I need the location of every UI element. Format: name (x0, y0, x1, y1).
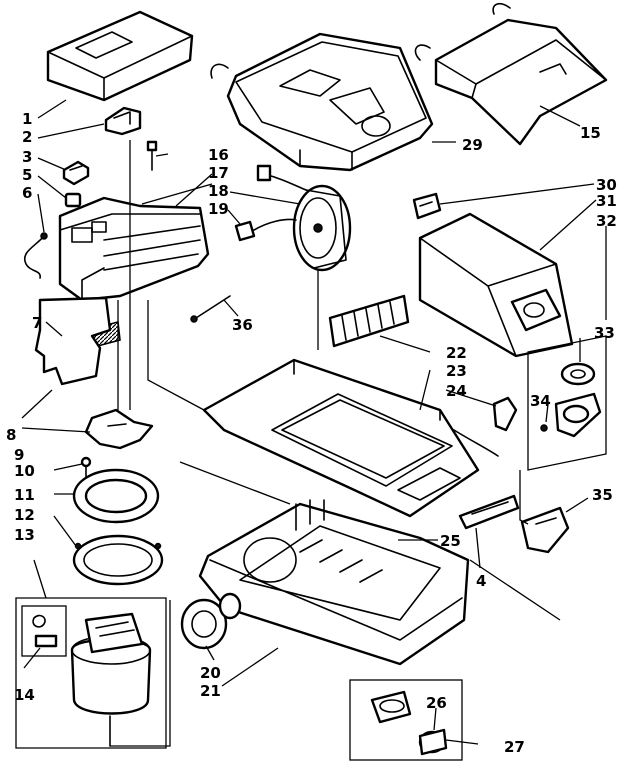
part-6-wire (23, 232, 48, 279)
callout-33: 33 (594, 324, 615, 342)
callout-24: 24 (446, 382, 467, 400)
part-16-screw (146, 140, 158, 171)
callout-4: 4 (476, 572, 486, 590)
part-10-screw (80, 456, 92, 479)
callout-30: 30 (596, 176, 617, 194)
part-22-grille (328, 294, 410, 348)
part-11-ring (72, 468, 160, 524)
part-24-switch (453, 396, 518, 457)
part-12-ring (72, 534, 164, 586)
part-9-seal (84, 408, 154, 450)
callout-labels: 1 2 3 4 5 6 7 8 9 10 11 12 13 14 15 16 1… (6, 110, 617, 756)
callout-29: 29 (462, 136, 483, 154)
leader-lines (21, 99, 607, 747)
part-8-gasket (34, 296, 112, 386)
part-1-cover (46, 10, 194, 102)
callout-19: 19 (208, 200, 229, 218)
callout-11: 11 (14, 486, 35, 504)
callout-6: 6 (22, 184, 32, 202)
part-4-grip (458, 494, 520, 530)
callout-35: 35 (592, 486, 613, 504)
part-36-rod (190, 295, 231, 323)
callout-36: 36 (232, 316, 253, 334)
part-35-clip (520, 506, 570, 554)
callout-2: 2 (22, 128, 32, 146)
callout-20: 20 (200, 664, 221, 682)
callout-7: 7 (32, 314, 42, 332)
part-13-motor-assembly (15, 597, 167, 749)
callout-22: 22 (446, 344, 467, 362)
callout-16: 16 (208, 146, 229, 164)
callout-21: 21 (200, 682, 221, 700)
part-3-switch (62, 160, 90, 186)
callout-8: 8 (6, 426, 16, 444)
part-14-brushes (21, 605, 67, 657)
part-17-top-housing (58, 196, 210, 302)
part-15-rear-cover (414, 2, 608, 146)
part-33-grommet (560, 362, 596, 386)
part-2-bracket (104, 106, 142, 136)
callout-10: 10 (14, 462, 35, 480)
callout-12: 12 (14, 506, 35, 524)
part-26-caster (418, 728, 448, 756)
part-32-bag-holder (527, 335, 607, 471)
part-18-cord-reel (256, 164, 352, 272)
callout-1: 1 (22, 110, 32, 128)
callout-26: 26 (426, 694, 447, 712)
part-29-housing-top (210, 32, 434, 172)
callout-14: 14 (14, 686, 35, 704)
part-19-plug (234, 218, 297, 242)
callout-15: 15 (580, 124, 601, 142)
callout-25: 25 (440, 532, 461, 550)
part-30-latch (412, 192, 442, 220)
part-21-base (198, 499, 470, 666)
callout-9: 9 (14, 446, 24, 464)
callout-31: 31 (596, 192, 617, 210)
part-27-caster-assembly (349, 679, 463, 761)
callout-3: 3 (22, 148, 32, 166)
part-31-dust-bag (418, 212, 574, 358)
part-5-switch-button (64, 192, 82, 208)
callout-32: 32 (596, 212, 617, 230)
callout-34: 34 (530, 392, 551, 410)
callout-23: 23 (446, 362, 467, 380)
part-23-frame (202, 358, 480, 518)
part-20-wheel (180, 592, 242, 650)
callout-13: 13 (14, 526, 35, 544)
callout-17: 17 (208, 164, 229, 182)
callout-5: 5 (22, 166, 32, 184)
callout-27: 27 (504, 738, 525, 756)
callout-18: 18 (208, 182, 229, 200)
